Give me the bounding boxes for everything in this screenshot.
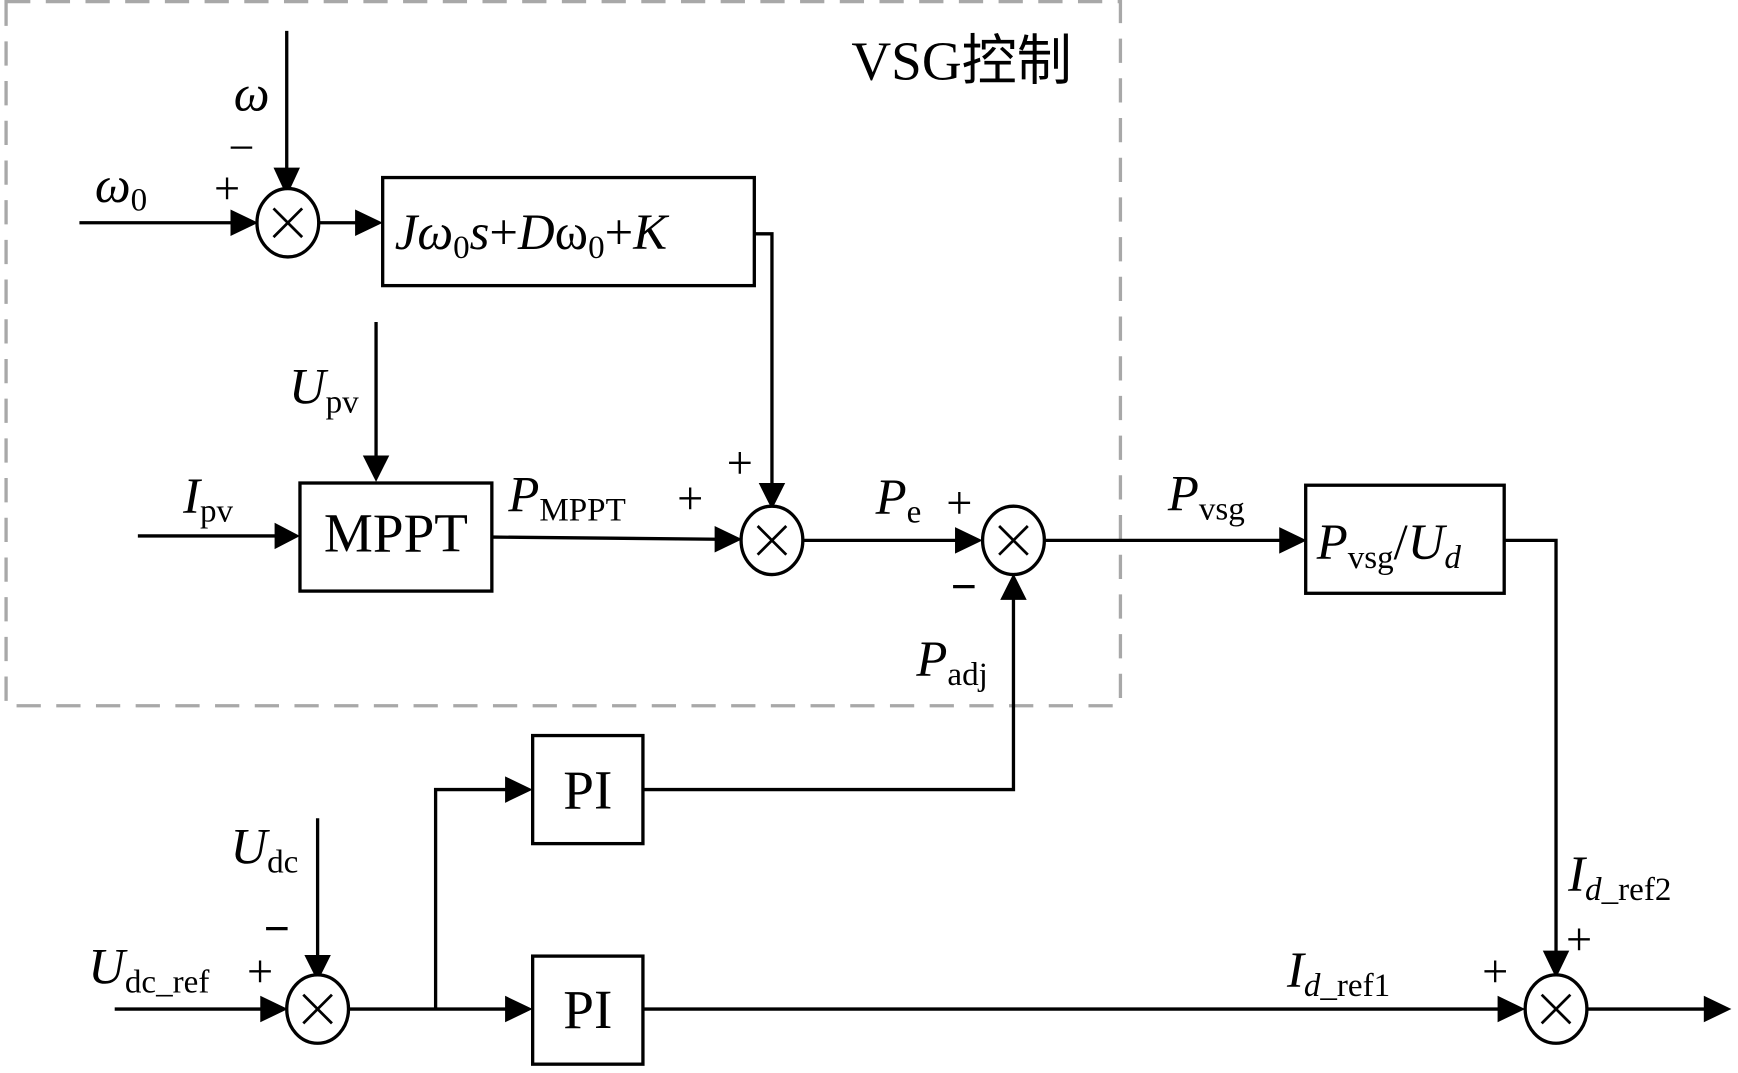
sum5-top-arrow-icon — [1542, 950, 1570, 979]
sum3-bottom-arrow-icon — [1000, 573, 1027, 600]
pmppt-label: PMPPT — [507, 467, 625, 529]
lower-pi-block — [530, 954, 645, 1066]
sum2-top-arrow-icon — [758, 483, 786, 510]
udcref-label: Udc_ref — [88, 939, 210, 1001]
omega-arrow-icon — [273, 167, 300, 197]
sum-junction-5 — [1523, 973, 1589, 1045]
sum-junction-2 — [739, 504, 805, 577]
sum3-bottom-sign: − — [951, 562, 977, 613]
sum4-top-sign: − — [264, 904, 290, 955]
pe-label: Pe — [875, 469, 922, 531]
upper-pi-arrow-icon — [505, 776, 533, 803]
pvsg-block-to-sum5-line — [1504, 538, 1558, 954]
omega0-label: ω0 — [95, 157, 147, 219]
lower-pi-label: PI — [563, 979, 612, 1040]
pvsg-over-ud-expression: Pvsg/Ud — [1316, 514, 1462, 576]
idref1-label: Id_ref1 — [1286, 942, 1390, 1004]
pvsg-over-ud-block — [1304, 483, 1506, 595]
ipv-label: Ipv — [182, 468, 233, 530]
inertia-to-sum2-line — [754, 232, 774, 486]
sum3-left-sign: + — [946, 478, 972, 529]
mppt-block-label: MPPT — [324, 502, 468, 563]
branch-to-upper-pi-line — [433, 787, 510, 1010]
vsg-control-group-title: VSG控制 — [851, 30, 1072, 91]
sum2-left-arrow-icon — [714, 526, 743, 553]
udc-arrow-icon — [304, 955, 331, 982]
upper-pi-label: PI — [563, 759, 612, 820]
sum5-top-sign: + — [1566, 915, 1592, 966]
upv-arrow-icon — [362, 455, 390, 482]
inertia-input-arrow-icon — [355, 209, 383, 236]
output-arrow-icon — [1703, 995, 1732, 1023]
sum2-left-sign: + — [677, 474, 703, 525]
sum-junction-4 — [285, 973, 351, 1045]
mppt-to-sum2-line — [491, 535, 720, 541]
inertia-damping-expression: Jω0s+Dω0+K — [395, 204, 670, 266]
omega0-arrow-icon — [230, 209, 259, 236]
inertia-damping-block — [381, 175, 756, 288]
sum1-top-sign: − — [228, 123, 254, 174]
idref2-label: Id_ref2 — [1567, 846, 1671, 908]
upv-label: Upv — [289, 359, 359, 421]
pvsg-block-arrow-icon — [1279, 527, 1307, 554]
sum2-top-sign: + — [727, 439, 753, 490]
padj-label: Padj — [915, 631, 987, 693]
lower-pi-arrow-icon — [505, 995, 533, 1023]
udcref-arrow-icon — [260, 995, 288, 1023]
sum4-left-sign: + — [247, 947, 273, 998]
omega-label: ω — [234, 65, 270, 121]
sum-junction-1 — [255, 186, 321, 259]
sum1-left-sign: + — [214, 164, 240, 215]
pvsg-label: Pvsg — [1167, 466, 1245, 528]
sum5-left-sign: + — [1482, 947, 1508, 998]
upper-pi-block — [530, 733, 645, 846]
sum3-left-arrow-icon — [955, 527, 983, 554]
padj-feedback-line — [644, 595, 1016, 792]
ipv-arrow-icon — [274, 522, 300, 550]
sum-junction-3 — [980, 504, 1046, 577]
sum5-left-arrow-icon — [1497, 995, 1526, 1023]
udc-label: Udc — [230, 818, 298, 880]
